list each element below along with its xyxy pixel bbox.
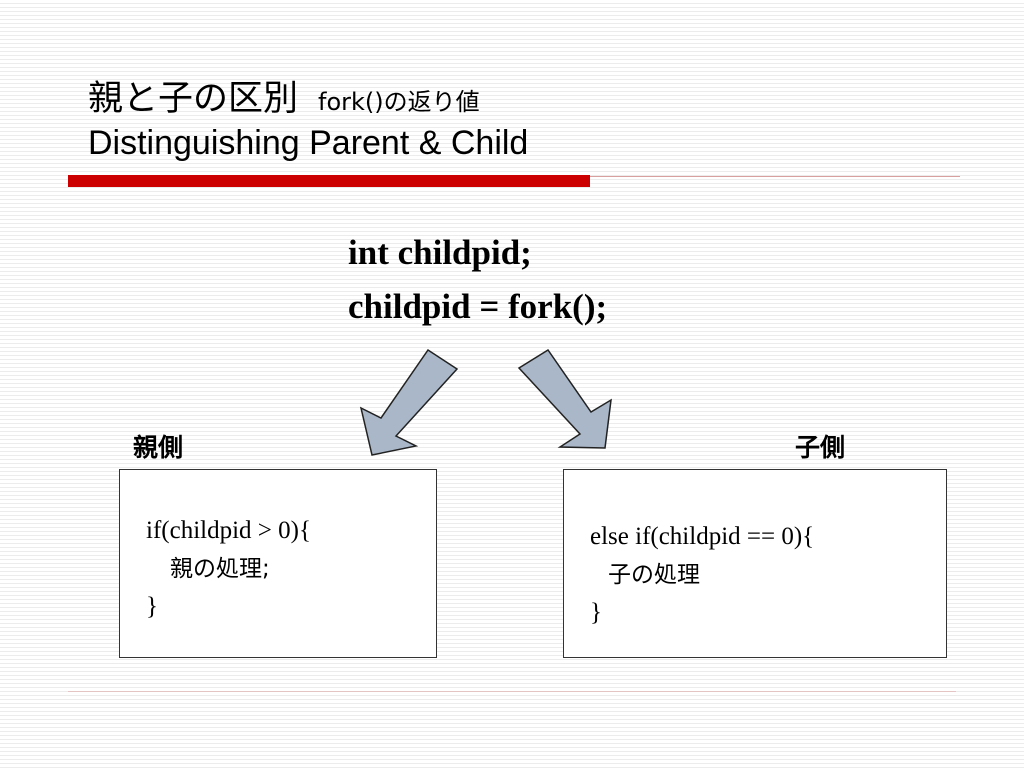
fork-code: int childpid; childpid = fork(); xyxy=(348,226,607,334)
child-code-line-1: else if(childpid == 0){ xyxy=(590,523,815,550)
code-line-fork-call: childpid = fork(); xyxy=(348,287,608,326)
child-code: else if(childpid == 0){ 子の処理 } xyxy=(590,518,814,632)
parent-code-box: if(childpid > 0){ 親の処理; } xyxy=(119,469,437,658)
parent-side-label: 親側 xyxy=(133,433,184,462)
title-underline-red xyxy=(68,175,590,187)
child-code-line-2: 子の処理 xyxy=(608,562,700,588)
slide-title-jp: 親と子の区別 fork()の返り値 xyxy=(88,70,480,120)
parent-code-line-2: 親の処理; xyxy=(170,556,270,582)
code-line-declaration: int childpid; xyxy=(348,233,532,272)
slide-title-en: Distinguishing Parent & Child xyxy=(88,124,529,162)
arrow-down-right-icon xyxy=(517,348,612,449)
title-underline-thin xyxy=(590,176,960,177)
parent-code: if(childpid > 0){ 親の処理; } xyxy=(146,512,311,626)
child-code-box: else if(childpid == 0){ 子の処理 } xyxy=(563,469,947,658)
child-side-label: 子側 xyxy=(795,433,846,462)
footer-divider xyxy=(68,691,956,692)
title-jp-sub: fork()の返り値 xyxy=(318,88,480,116)
arrow-down-left-icon xyxy=(359,348,459,456)
parent-code-line-1: if(childpid > 0){ xyxy=(146,517,311,544)
title-jp-main: 親と子の区別 xyxy=(88,79,299,119)
child-code-line-3: } xyxy=(590,599,602,626)
parent-code-line-3: } xyxy=(146,593,158,620)
